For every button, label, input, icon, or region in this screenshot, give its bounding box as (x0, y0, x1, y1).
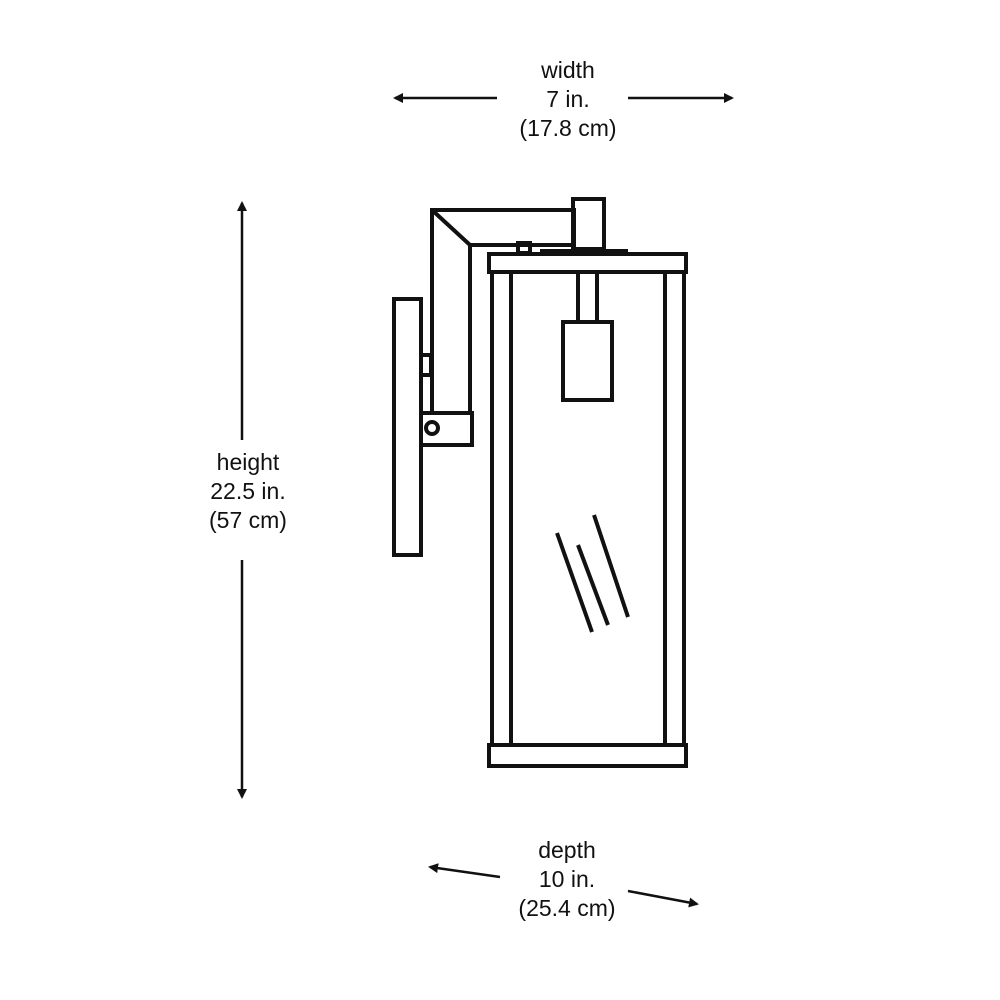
depth-name: depth (538, 837, 596, 863)
depth-arrow-left (428, 863, 501, 879)
mount-block (419, 411, 474, 447)
depth-label: depth 10 in. (25.4 cm) (467, 836, 667, 923)
height-label: height 22.5 in. (57 cm) (148, 448, 348, 535)
plate-knob (419, 353, 433, 377)
height-metric: (57 cm) (209, 507, 287, 533)
top-cap (487, 252, 688, 274)
width-name: width (541, 57, 595, 83)
height-imperial: 22.5 in. (210, 478, 286, 504)
depth-metric: (25.4 cm) (518, 895, 616, 921)
width-imperial: 7 in. (546, 86, 590, 112)
socket-stem (576, 270, 599, 324)
top-post (571, 197, 606, 251)
height-name: height (216, 449, 280, 475)
wall-plate (392, 297, 423, 557)
socket (561, 320, 614, 402)
depth-imperial: 10 in. (538, 866, 596, 892)
bottom-cap (487, 743, 688, 768)
width-label: width 7 in. (17.8 cm) (468, 56, 668, 143)
arm (430, 208, 576, 415)
width-metric: (17.8 cm) (519, 115, 617, 141)
depth-arrow-right (627, 889, 699, 908)
